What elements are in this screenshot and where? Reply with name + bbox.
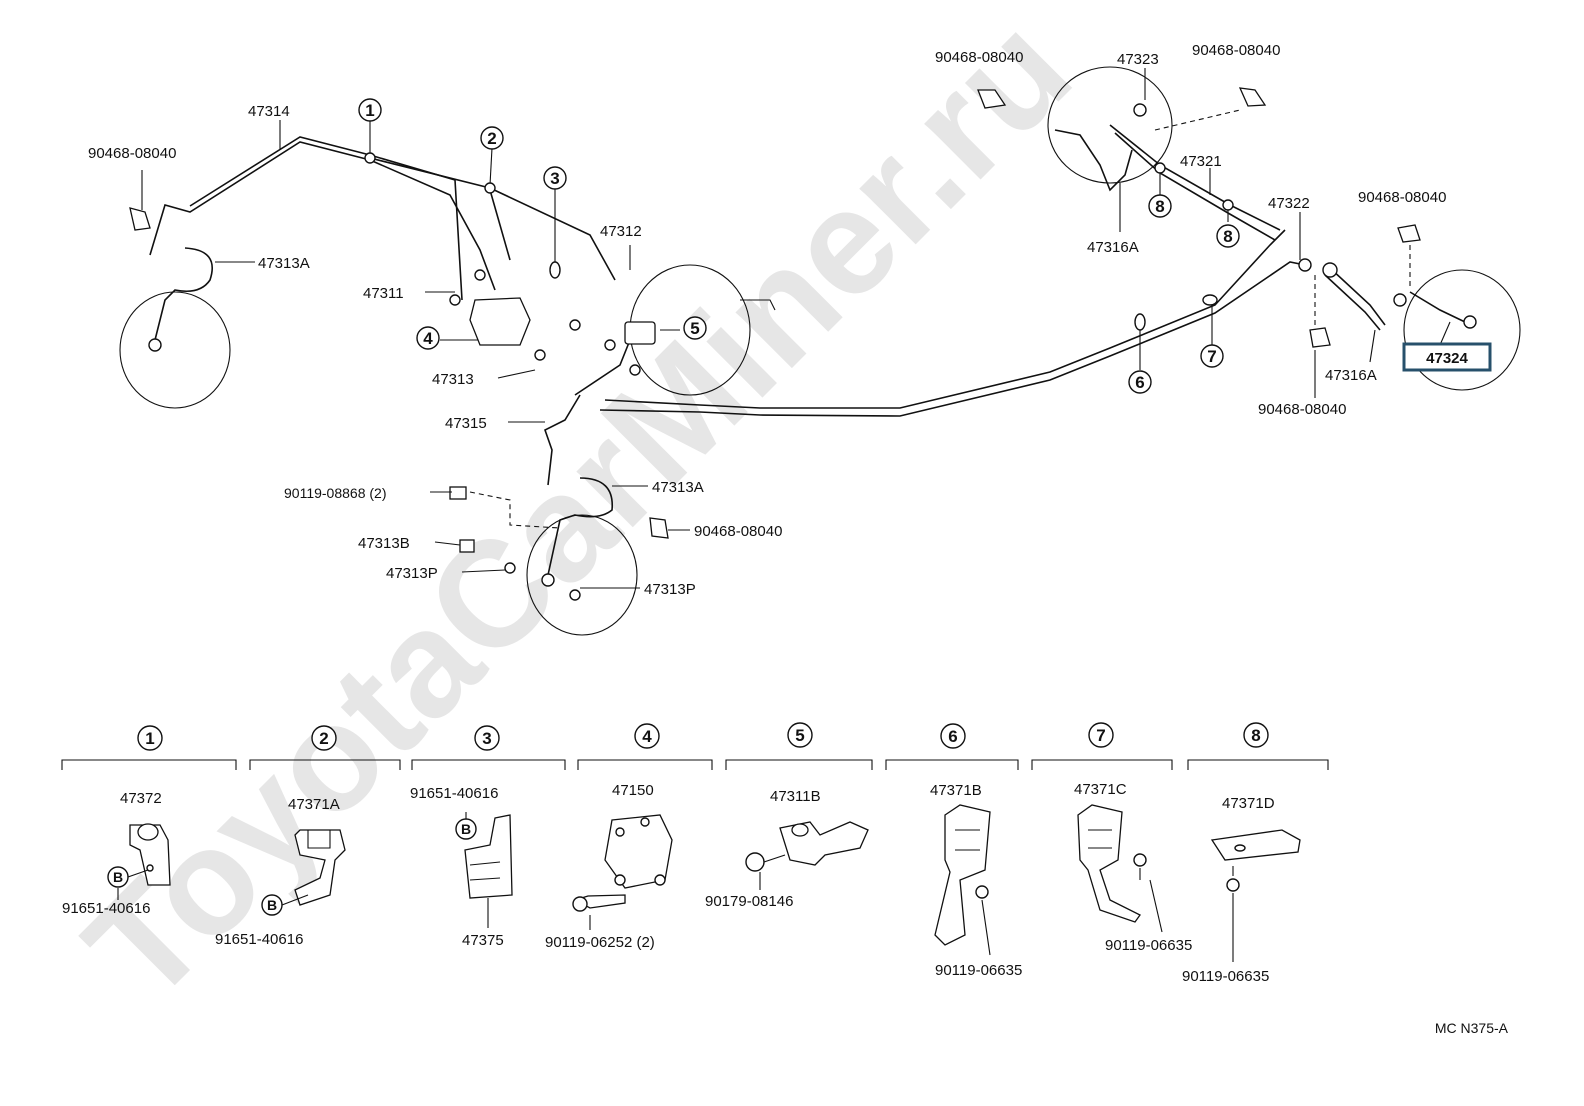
svg-text:5: 5 (795, 726, 804, 745)
svg-text:8: 8 (1223, 227, 1232, 246)
svg-text:8: 8 (1155, 197, 1164, 216)
callout-1: 1 (358, 98, 382, 122)
svg-text:5: 5 (690, 319, 699, 338)
detail-callout-8: 8 (1243, 722, 1269, 748)
callout-2: 2 (480, 126, 504, 150)
svg-text:B: B (113, 869, 123, 885)
brake-components (119, 66, 1521, 636)
svg-text:47311B: 47311B (770, 788, 821, 805)
joint-dots (364, 152, 1234, 331)
detail-6: 47371B 90119-06635 (930, 782, 1022, 979)
svg-text:90119-06635: 90119-06635 (1182, 968, 1269, 985)
svg-text:90179-08146: 90179-08146 (705, 893, 793, 910)
svg-text:7: 7 (1096, 726, 1105, 745)
svg-text:3: 3 (550, 169, 559, 188)
callout-8b: 8 (1216, 224, 1240, 248)
svg-text:47150: 47150 (612, 782, 654, 799)
callout-7: 7 (1200, 344, 1224, 368)
part-labels: 47314 90468-08040 47313A 47311 47312 473… (88, 42, 1446, 598)
svg-text:47324: 47324 (1426, 350, 1468, 367)
svg-text:90119-06252 (2): 90119-06252 (2) (545, 934, 655, 951)
detail-1: 47372 B 91651-40616 (62, 790, 171, 917)
label-90468-mid: 90468-08040 (694, 523, 782, 540)
label-47314: 47314 (248, 103, 290, 120)
svg-text:47371A: 47371A (288, 796, 340, 813)
label-90119-08868: 90119-08868 (2) (284, 485, 386, 501)
svg-text:47371C: 47371C (1074, 781, 1127, 798)
svg-text:4: 4 (423, 329, 433, 348)
detail-callout-7: 7 (1088, 722, 1114, 748)
svg-text:7: 7 (1207, 347, 1216, 366)
detail-callout-1: 1 (137, 725, 163, 751)
label-47316A-a: 47316A (1087, 239, 1139, 256)
label-90468-rb: 90468-08040 (1258, 401, 1346, 418)
svg-text:1: 1 (145, 729, 154, 748)
label-47313A-fl: 47313A (258, 255, 310, 272)
svg-text:91651-40616: 91651-40616 (62, 900, 150, 917)
callout-3: 3 (543, 166, 567, 190)
svg-text:8: 8 (1251, 726, 1260, 745)
svg-text:6: 6 (1135, 373, 1144, 392)
label-47313P-a: 47313P (386, 565, 438, 582)
label-47312: 47312 (600, 223, 642, 240)
label-47313P-b: 47313P (644, 581, 696, 598)
callout-5: 5 (683, 316, 707, 340)
callout-8a: 8 (1148, 194, 1172, 218)
svg-text:47371D: 47371D (1222, 795, 1275, 812)
detail-2: 47371A B 91651-40616 (215, 796, 346, 948)
label-90468-top2: 90468-08040 (1192, 42, 1280, 59)
callout-4: 4 (416, 326, 440, 350)
svg-text:B: B (267, 897, 277, 913)
detail-callout-5: 5 (787, 722, 813, 748)
label-47311: 47311 (363, 285, 404, 302)
detail-callout-3: 3 (474, 725, 500, 751)
svg-text:2: 2 (319, 729, 328, 748)
callout-6: 6 (1128, 370, 1152, 394)
label-47315: 47315 (445, 415, 487, 432)
detail-4: 47150 90119-06252 (2) (545, 782, 673, 951)
highlighted-part-47324[interactable]: 47324 (1402, 342, 1492, 372)
label-47313A-r: 47313A (652, 479, 704, 496)
detail-callout-2: 2 (311, 725, 337, 751)
svg-text:47371B: 47371B (930, 782, 982, 799)
detail-8: 47371D 90119-06635 (1182, 795, 1301, 985)
label-47322: 47322 (1268, 195, 1310, 212)
detail-callout-4: 4 (634, 723, 660, 749)
svg-text:47375: 47375 (462, 932, 504, 949)
svg-text:47372: 47372 (120, 790, 162, 807)
label-90468-r: 90468-08040 (1358, 189, 1446, 206)
svg-text:3: 3 (482, 729, 491, 748)
detail-7: 47371C 90119-06635 (1074, 781, 1192, 954)
label-47313B: 47313B (358, 535, 410, 552)
detail-callout-6: 6 (940, 723, 966, 749)
label-47323: 47323 (1117, 51, 1159, 68)
label-90468-top1: 90468-08040 (935, 49, 1023, 66)
detail-5: 47311B 90179-08146 (705, 788, 869, 910)
svg-text:90119-06635: 90119-06635 (1105, 937, 1192, 954)
svg-text:B: B (461, 821, 471, 837)
label-47316A-b: 47316A (1325, 367, 1377, 384)
svg-text:2: 2 (487, 129, 496, 148)
svg-text:6: 6 (948, 727, 957, 746)
diagram-code: MC N375-A (1435, 1020, 1509, 1036)
svg-text:90119-06635: 90119-06635 (935, 962, 1022, 979)
label-47321: 47321 (1180, 153, 1222, 170)
svg-text:91651-40616: 91651-40616 (410, 785, 498, 802)
svg-text:91651-40616: 91651-40616 (215, 931, 303, 948)
svg-text:4: 4 (642, 727, 652, 746)
label-90468-fl: 90468-08040 (88, 145, 176, 162)
label-47313: 47313 (432, 371, 474, 388)
detail-brackets (61, 759, 1329, 770)
detail-3: 91651-40616 B 47375 (410, 785, 513, 949)
svg-text:1: 1 (365, 101, 374, 120)
